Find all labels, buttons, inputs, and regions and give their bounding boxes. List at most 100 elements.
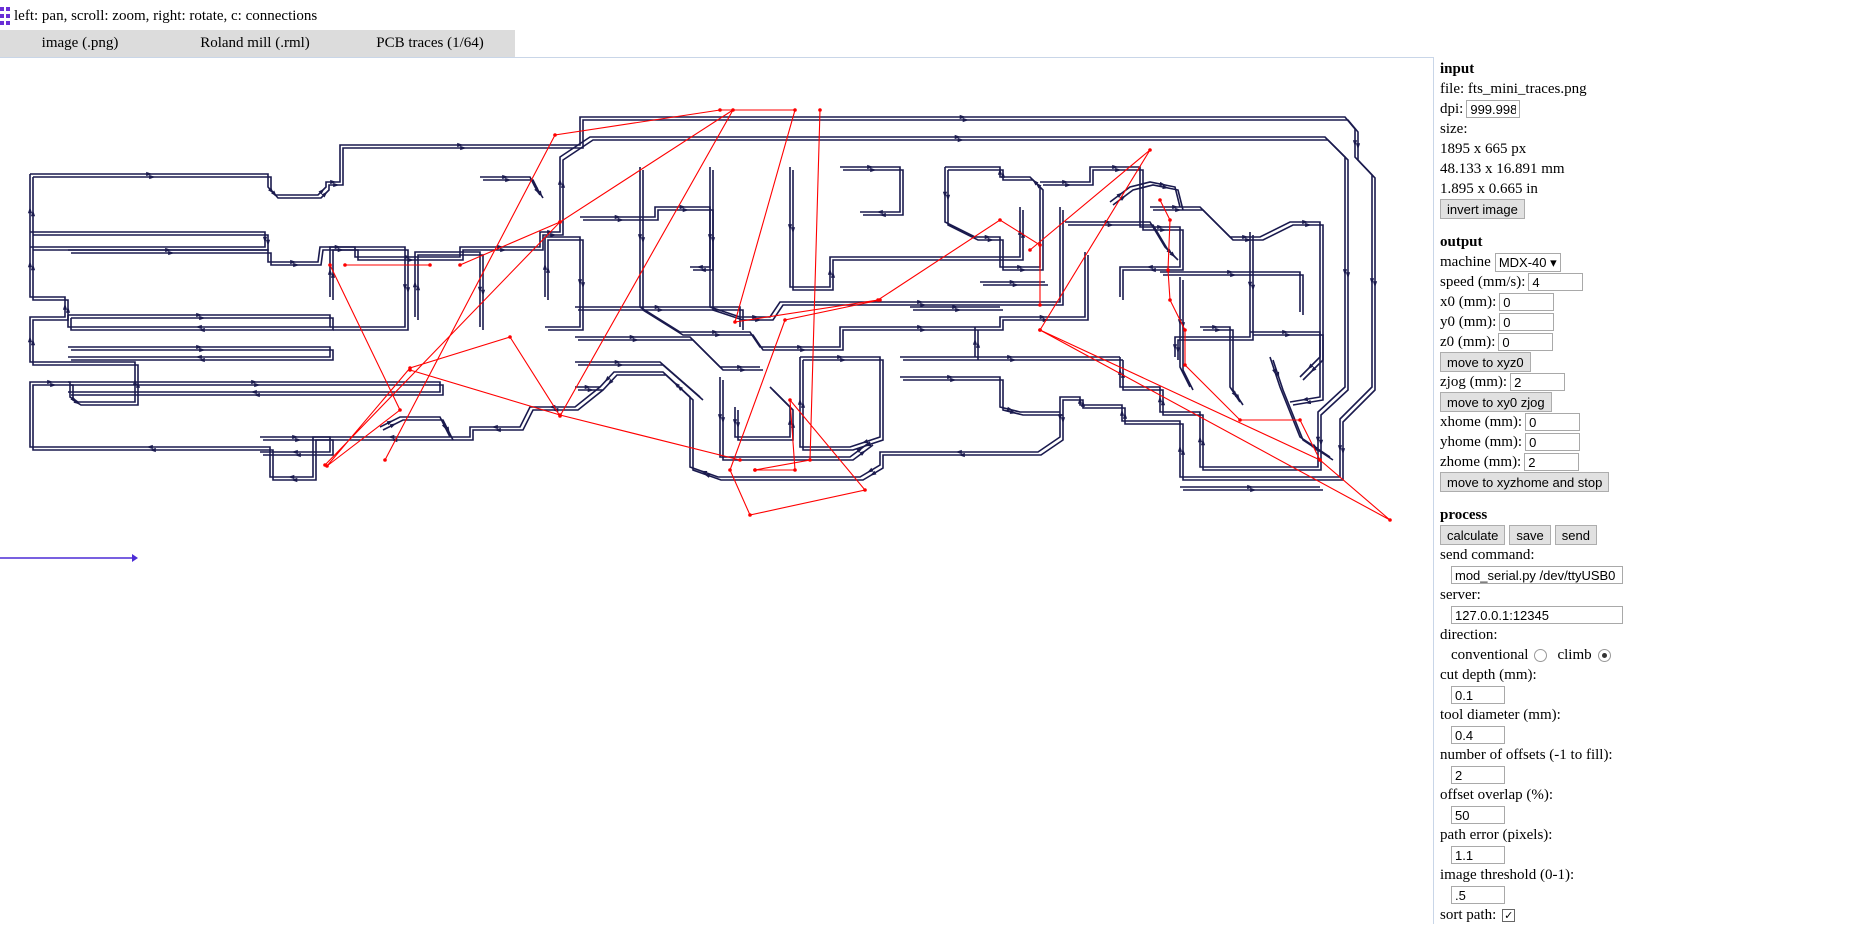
app-grid-icon[interactable] <box>0 7 10 25</box>
calculate-button[interactable]: calculate <box>1440 525 1506 545</box>
path-direction-arrow-icon <box>149 447 156 453</box>
tool-diameter-input[interactable] <box>1451 726 1505 744</box>
path-direction-arrow-icon <box>864 442 872 447</box>
xhome-input[interactable] <box>1525 413 1581 431</box>
path-direction-arrow-icon <box>62 303 68 310</box>
toolpath-segment <box>544 236 581 328</box>
path-direction-arrow-icon <box>1369 278 1375 285</box>
path-direction-arrow-icon <box>494 427 501 433</box>
y0-input[interactable] <box>1499 313 1555 331</box>
path-direction-arrow-icon <box>327 268 333 275</box>
connection-line <box>324 109 734 467</box>
connection-node <box>1238 418 1242 422</box>
z0-input[interactable] <box>1498 333 1554 351</box>
path-direction-arrow-icon <box>984 234 991 240</box>
cut-depth-input[interactable] <box>1451 686 1505 704</box>
climb-radio[interactable] <box>1597 648 1611 662</box>
offsets-input[interactable] <box>1451 766 1505 784</box>
path-direction-arrow-icon <box>295 437 302 443</box>
path-direction-arrow-icon <box>294 452 301 458</box>
path-direction-arrow-icon <box>1172 204 1179 210</box>
invert-image-button[interactable]: invert image <box>1440 199 1525 219</box>
path-direction-arrow-icon <box>330 179 337 185</box>
path-direction-arrow-icon <box>1247 281 1253 288</box>
path-direction-arrow-icon <box>876 209 883 215</box>
path-direction-arrow-icon <box>50 382 57 388</box>
path-direction-arrow-icon <box>715 332 722 338</box>
zhome-input[interactable] <box>1524 453 1580 471</box>
path-direction-arrow-icon <box>945 194 951 201</box>
move-to-xyz0-button[interactable]: move to xyz0 <box>1440 352 1531 372</box>
size-mm: 48.133 x 16.891 mm <box>1440 160 1565 177</box>
path-direction-arrow-icon <box>557 178 563 185</box>
path-direction-arrow-icon <box>542 263 548 270</box>
path-direction-arrow-icon <box>584 384 591 390</box>
path-direction-arrow-icon <box>1247 484 1254 490</box>
path-direction-arrow-icon <box>500 247 507 253</box>
path-direction-arrow-icon <box>1149 267 1156 273</box>
sort-path-checkbox[interactable]: ✓ <box>1502 908 1516 922</box>
path-direction-arrow-icon <box>1080 400 1086 407</box>
send-button[interactable]: send <box>1554 525 1597 545</box>
path-direction-arrow-icon <box>787 418 793 425</box>
path-direction-arrow-icon <box>972 338 978 345</box>
overlap-input[interactable] <box>1451 806 1505 824</box>
path-direction-arrow-icon <box>330 271 336 278</box>
tab-image-png[interactable]: image (.png) <box>41 35 119 51</box>
speed-input[interactable] <box>1528 273 1584 291</box>
x0-input[interactable] <box>1499 293 1555 311</box>
zjog-input[interactable] <box>1510 373 1566 391</box>
path-direction-arrow-icon <box>1160 227 1167 233</box>
path-direction-arrow-icon <box>1146 264 1153 270</box>
path-direction-arrow-icon <box>830 271 836 278</box>
tab-roland-mill-rml[interactable]: Roland mill (.rml) <box>200 35 310 51</box>
threshold-input[interactable] <box>1451 886 1505 904</box>
machine-select[interactable]: MDX-40 ▾ <box>1494 252 1561 272</box>
overlap-label: offset overlap (%): <box>1440 786 1554 803</box>
toolpath-segment <box>1203 329 1244 406</box>
path-direction-arrow-icon <box>1234 394 1240 401</box>
path-direction-arrow-icon <box>712 329 719 335</box>
path-direction-arrow-icon <box>271 190 277 197</box>
path-direction-arrow-icon <box>1314 446 1321 452</box>
toolpath-segment <box>1253 334 1324 381</box>
path-direction-arrow-icon <box>27 336 33 343</box>
size-in: 1.895 x 0.665 in <box>1440 180 1538 197</box>
path-direction-arrow-icon <box>1119 409 1125 416</box>
path-direction-arrow-icon <box>1305 222 1312 228</box>
toolpath-segment <box>68 136 1346 468</box>
move-to-xy0-zjog-button[interactable]: move to xy0 zjog <box>1440 392 1552 412</box>
path-direction-arrow-icon <box>614 359 621 365</box>
path-direction-arrow-icon <box>1065 182 1072 188</box>
save-button[interactable]: save <box>1509 525 1551 545</box>
path-direction-arrow-icon <box>1355 143 1361 150</box>
connection-node <box>783 318 787 322</box>
tab-pcb-traces[interactable]: PCB traces (1/64) <box>376 35 484 51</box>
connection-line <box>729 299 881 516</box>
path-direction-arrow-icon <box>291 477 298 483</box>
toolpath-segment <box>1182 280 1194 391</box>
path-direction-arrow-icon <box>1304 399 1312 405</box>
path-direction-arrow-icon <box>502 174 509 180</box>
climb-label: climb <box>1557 646 1592 663</box>
path-direction-arrow-icon <box>797 344 804 350</box>
connection-node <box>998 218 1002 222</box>
toolpath-canvas[interactable] <box>0 57 1430 923</box>
dpi-input[interactable] <box>1466 100 1521 118</box>
send-command-input[interactable] <box>1451 566 1623 584</box>
path-direction-arrow-icon <box>1017 264 1024 270</box>
server-input[interactable] <box>1451 606 1623 624</box>
connection-node <box>1038 303 1042 307</box>
toolpath-group <box>27 114 1378 493</box>
path-error-input[interactable] <box>1451 846 1505 864</box>
connection-node <box>733 320 737 324</box>
path-direction-arrow-icon <box>407 257 414 263</box>
path-direction-arrow-icon <box>867 164 874 170</box>
path-direction-arrow-icon <box>800 401 806 408</box>
path-direction-arrow-icon <box>717 414 723 421</box>
yhome-input[interactable] <box>1525 433 1581 451</box>
conventional-radio[interactable] <box>1534 648 1548 662</box>
move-to-xyzhome-button[interactable]: move to xyzhome and stop <box>1440 472 1610 492</box>
path-direction-arrow-icon <box>917 299 924 305</box>
path-direction-arrow-icon <box>165 247 172 253</box>
